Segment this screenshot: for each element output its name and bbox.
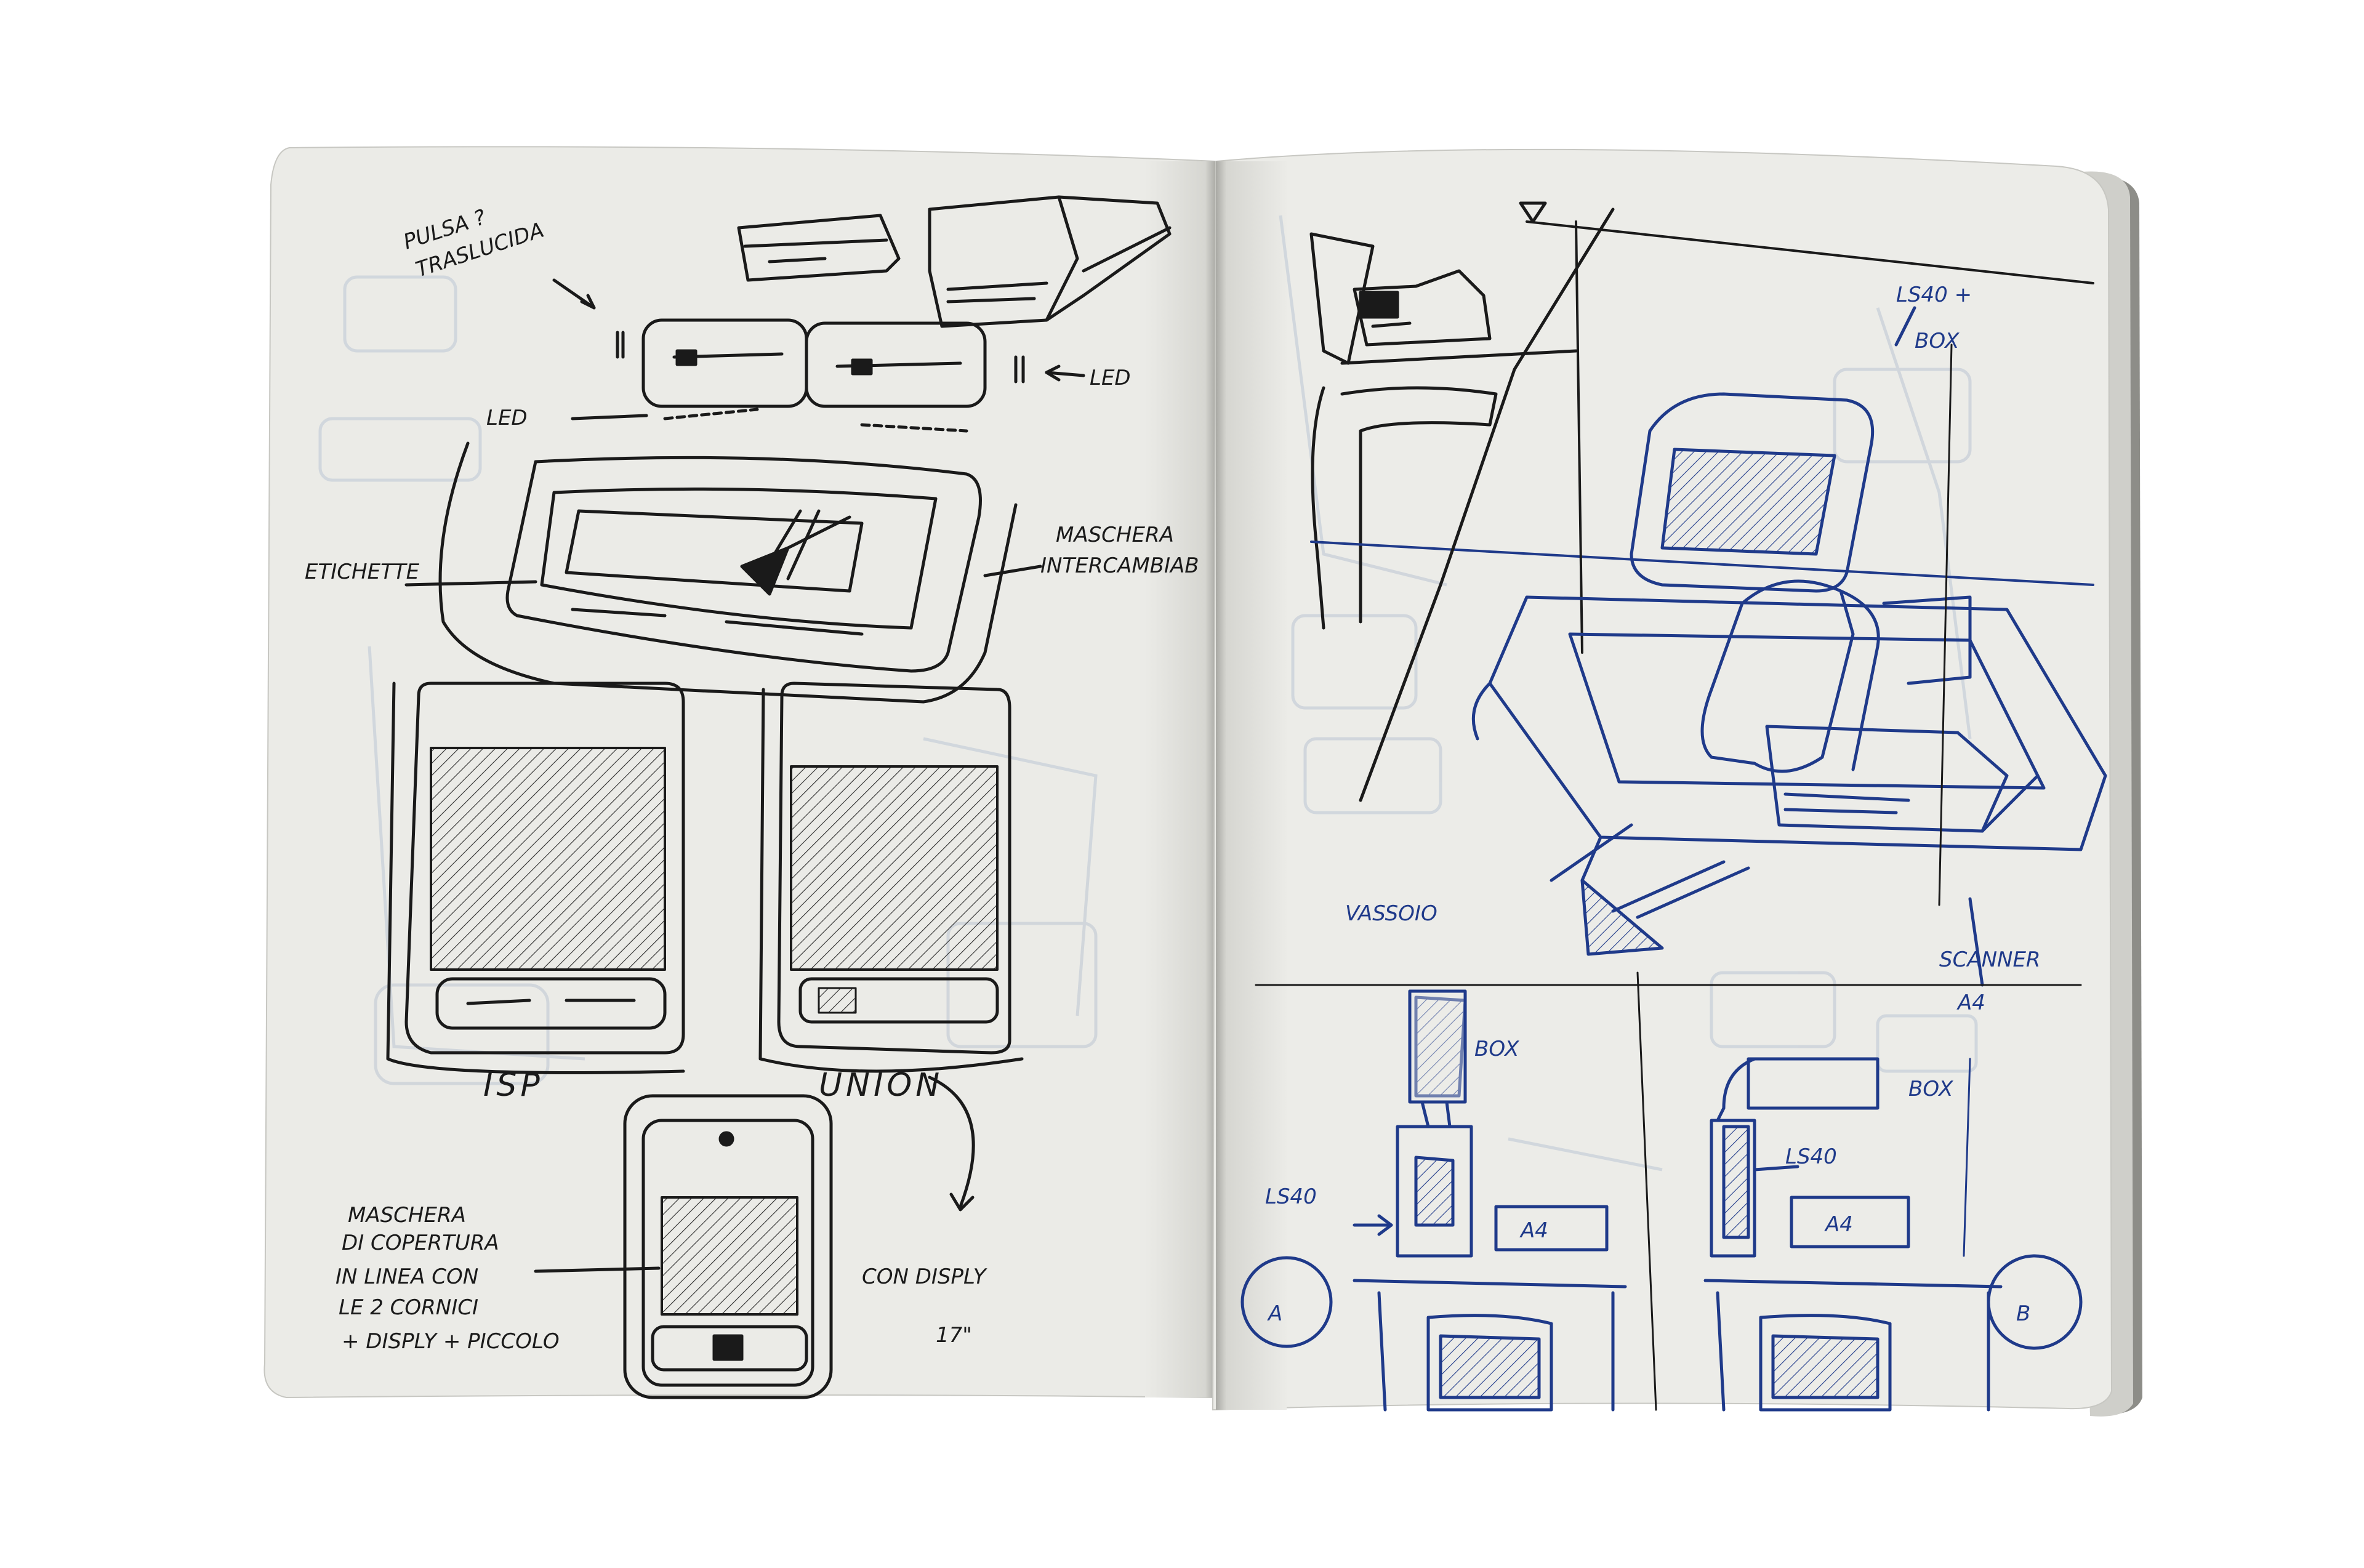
note-line-4: LE 2 CORNICI [339,1295,478,1320]
sketch-slot-module [616,318,1025,433]
right-page [1212,148,2113,1411]
label-size: 17" [936,1323,972,1348]
label-etichette: ETICHETTE [305,560,420,584]
label-ls40-a: LS40 [1265,1184,1317,1209]
sketch-tray [1550,823,1750,956]
label-led-right: LED [1090,366,1131,390]
label-scanner: SCANNER [1939,947,2041,972]
right-labels: LS40 + BOX VASSOIO SCANNER A4 BOX LS40 A… [1265,283,2041,1326]
right-sketches [1240,201,2107,1412]
note-line-5: + DISPLY + PICCOLO [342,1329,560,1354]
label-option-b: B [2016,1301,2030,1326]
sketch-union-device [758,681,1024,1073]
ghost-strokes [318,215,1978,1172]
label-intercambiabile: INTERCAMBIAB [1040,553,1199,578]
label-led-left: LED [486,406,528,430]
sketch-isp-device [386,681,685,1074]
label-ls40-box: BOX [1915,329,1960,353]
label-vassoio: VASSOIO [1345,901,1437,926]
label-a4-a: A4 [1519,1218,1548,1243]
left-labels: PULSA ? TRASLUCIDA LED LED MASCHERA INTE… [305,205,1199,1354]
label-union: UNION [819,1067,943,1104]
label-con-display: CON DISPLY [862,1264,987,1289]
label-ls40-plus: LS40 + [1896,283,1972,307]
label-box-b: BOX [1908,1077,1953,1101]
left-sketches [386,195,1172,1399]
sketch-top-module [737,195,1172,328]
sketch-option-a [1240,989,1627,1412]
note-line-1: MASCHERA [348,1203,466,1228]
label-box-a: BOX [1474,1037,1519,1061]
label-scanner-a4: A4 [1956,991,1985,1015]
note-line-3: IN LINEA CON [336,1264,478,1289]
label-a4-b: A4 [1824,1212,1853,1237]
sketch-option-b [1703,1057,2083,1412]
label-option-a: A [1267,1301,1282,1326]
label-isp: ISP [483,1067,544,1104]
sketch-small-device [623,1094,833,1399]
note-line-2: DI COPERTURA [342,1231,499,1255]
label-ls40-b: LS40 [1785,1144,1837,1169]
sketch-ls40-unit [1471,392,2107,882]
label-maschera: MASCHERA [1056,523,1174,547]
sketch-counter-perspective [1309,201,2094,802]
